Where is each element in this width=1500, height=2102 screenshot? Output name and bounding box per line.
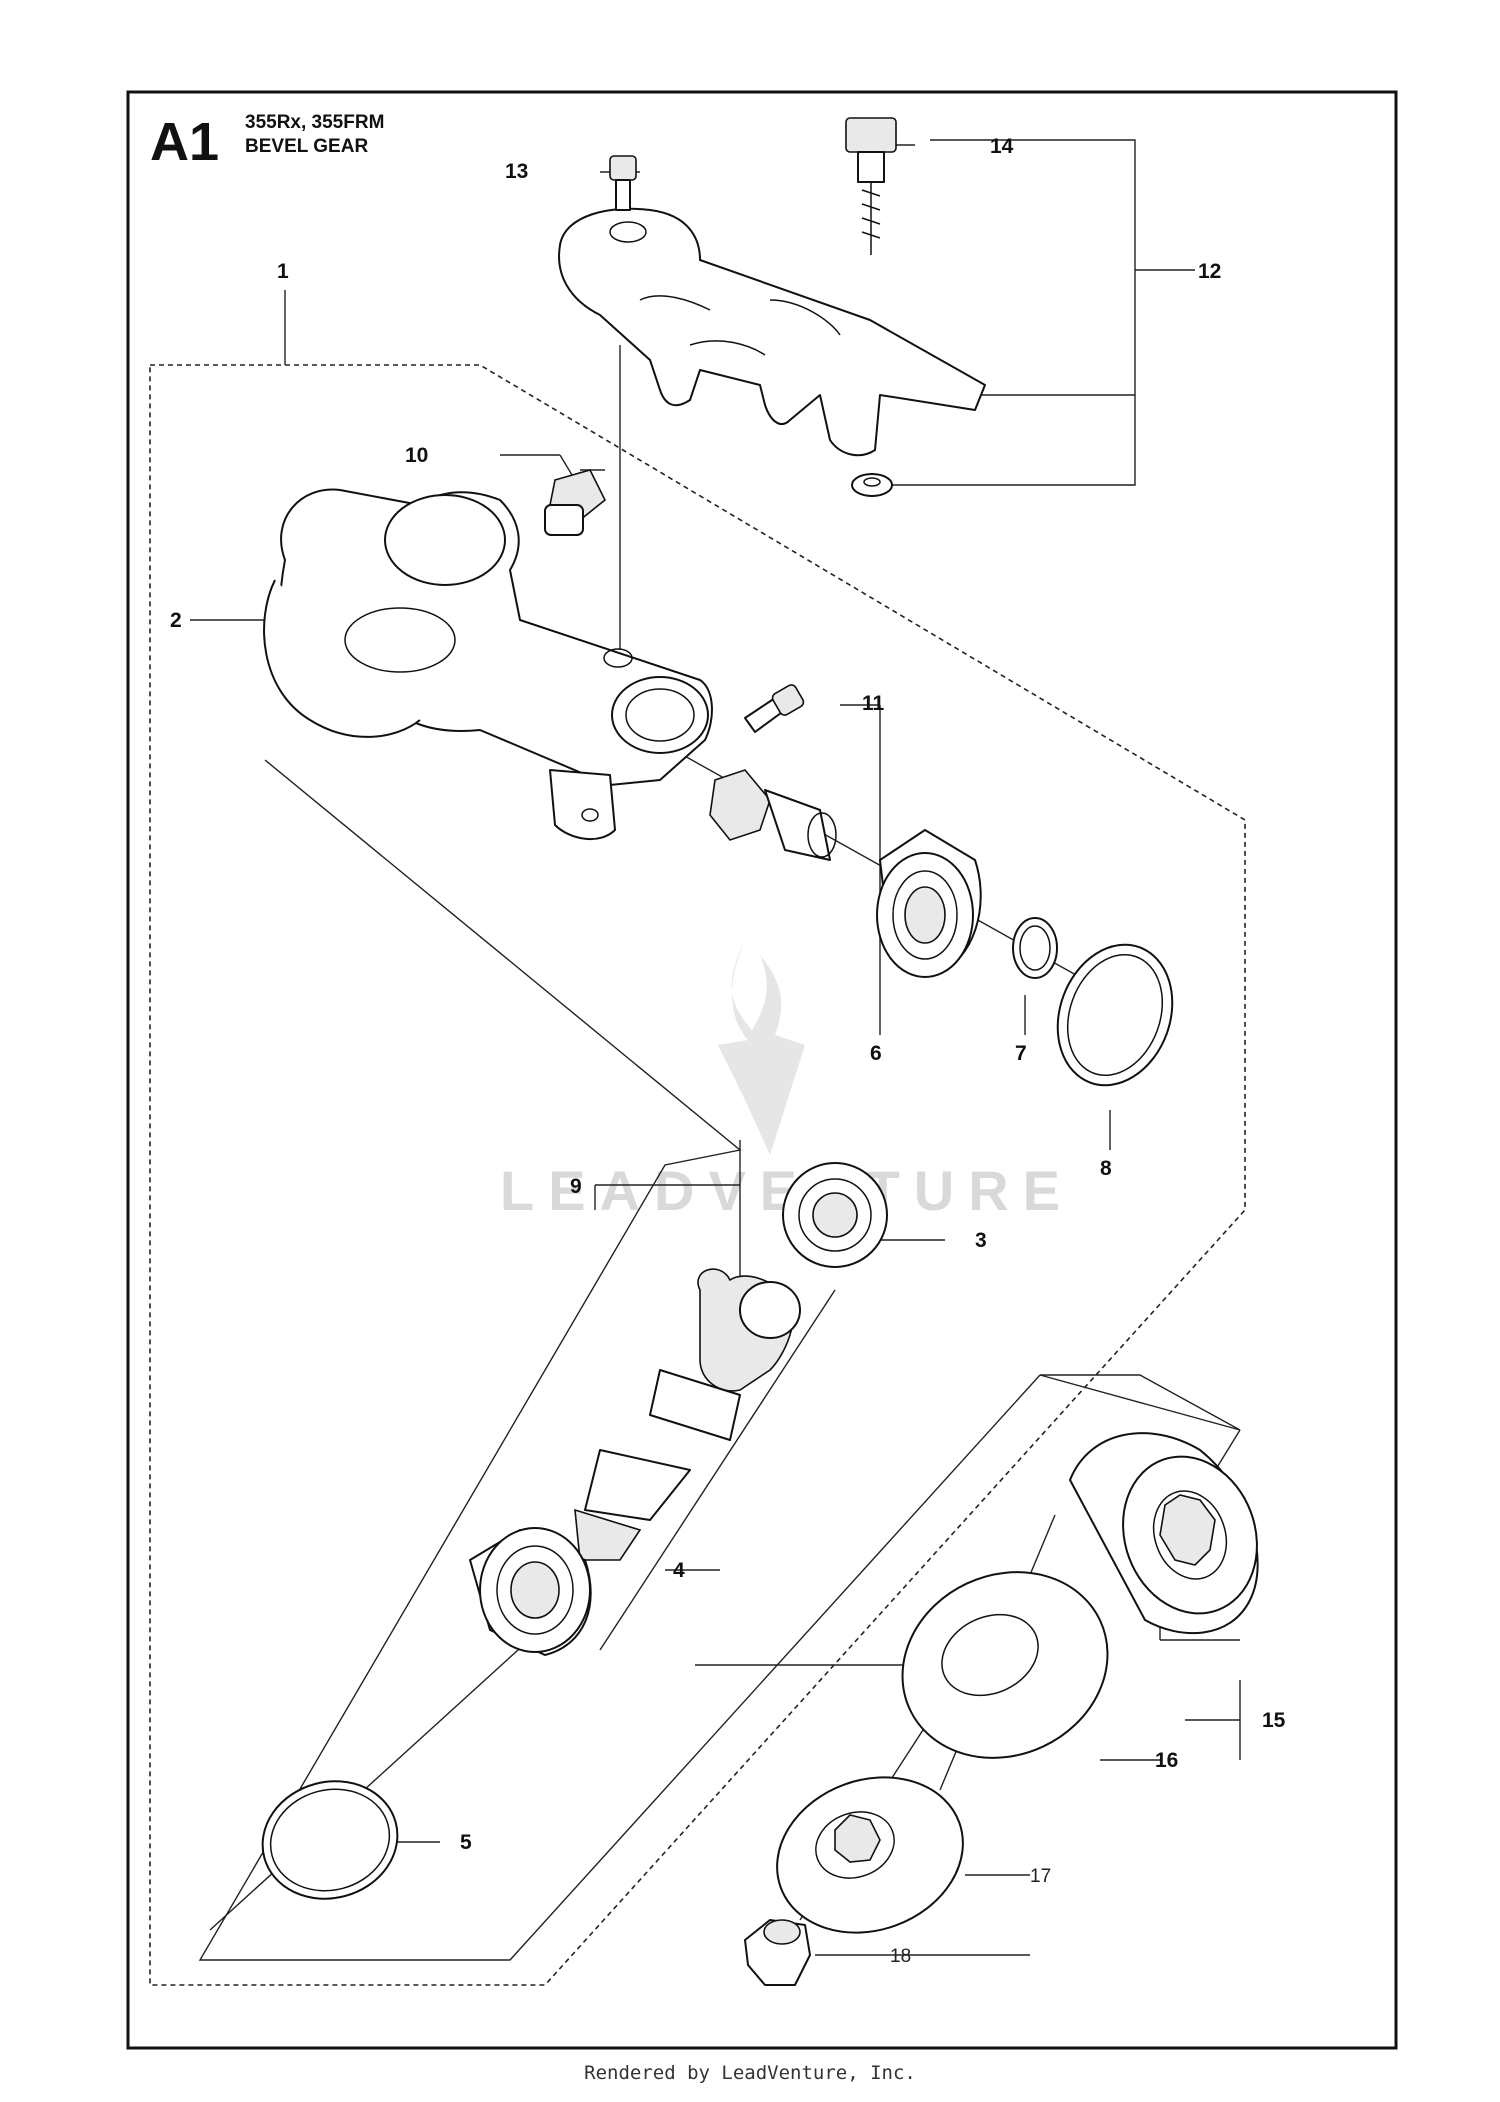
part-gear-housing: [263, 488, 713, 841]
callout-1: 1: [277, 260, 289, 283]
diagram-frame: [126, 90, 1398, 2050]
callout-17: 17: [1030, 1866, 1051, 1887]
part-output-shaft: [574, 1268, 801, 1561]
part-retaining-ring-8: [1056, 943, 1174, 1087]
callout-11: 11: [862, 692, 885, 715]
part-circlip-7: [1012, 917, 1058, 979]
part-support-cup: [776, 1776, 964, 1934]
callout-3: 3: [975, 1229, 987, 1252]
part-lock-nut: [744, 1919, 811, 1986]
part-grease-plug: [544, 469, 607, 536]
callout-13: 13: [505, 160, 528, 183]
callout-10: 10: [405, 444, 428, 467]
part-housing-screw: [744, 684, 805, 733]
part-tube-cover: [558, 207, 986, 457]
watermark-logo: [718, 940, 805, 1155]
callout-18: 18: [890, 1946, 911, 1967]
watermark-text: LEADVENTURE: [500, 1159, 1074, 1222]
callout-9: 9: [570, 1175, 582, 1198]
callout-15: 15: [1262, 1709, 1286, 1732]
callout-4: 4: [673, 1559, 685, 1582]
part-guard-washer: [901, 1571, 1109, 1759]
part-circlip-5: [261, 1780, 399, 1900]
assembly-title: BEVEL GEAR: [245, 136, 368, 157]
model-list: 355Rx, 355FRM: [245, 112, 384, 133]
part-small-screw: [609, 155, 637, 211]
part-pinion-gear: [709, 769, 837, 861]
part-bearing-4: [469, 1527, 592, 1656]
callout-14: 14: [990, 135, 1014, 158]
callout-8: 8: [1100, 1157, 1112, 1180]
part-drive-disc: [1069, 1432, 1259, 1635]
callout-16: 16: [1155, 1749, 1178, 1772]
callout-6: 6: [870, 1042, 882, 1065]
section-id: A1: [150, 112, 219, 172]
part-bearing-6: [876, 829, 982, 978]
part-cover-washer: [851, 473, 893, 497]
part-cover-bolt: [845, 117, 897, 255]
callout-2: 2: [170, 609, 182, 632]
rendered-by-credit: Rendered by LeadVenture, Inc.: [584, 2062, 916, 2084]
callout-5: 5: [460, 1831, 472, 1854]
callout-7: 7: [1015, 1042, 1027, 1065]
leader-lines: [190, 139, 1241, 1961]
part-bearing-3: [782, 1162, 888, 1268]
callout-12: 12: [1198, 260, 1221, 283]
